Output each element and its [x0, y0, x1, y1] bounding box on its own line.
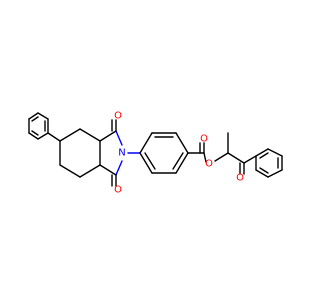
ester-link-oxygen: O: [205, 159, 213, 170]
imide-carbonyl-bottom: [111, 174, 117, 187]
ketone-phenyl-bond: [243, 155, 257, 164]
ketone-oxygen: O: [236, 173, 244, 184]
ester-carbonyl-oxygen: O: [200, 134, 208, 145]
cyclohexane-ring: [59, 128, 101, 178]
ester-carbonyl: [199, 142, 205, 154]
structure-canvas: N O O O O O: [28, 110, 283, 196]
phenyl-cyclohexyl-bond: [47, 132, 61, 142]
left-phenyl-ring: [28, 112, 49, 140]
ketone-carbonyl: [239, 162, 245, 175]
right-phenyl-ring: [255, 148, 283, 178]
nitrogen-atom: N: [118, 148, 125, 159]
imide-ring: [99, 130, 123, 176]
ch-ketone-bond: [227, 152, 245, 164]
imide-oxygen-bottom: O: [114, 185, 122, 196]
central-benzene-ring: [139, 132, 189, 174]
ester-single-bond: [203, 152, 207, 163]
imide-carbonyl-top: [111, 119, 117, 132]
imide-oxygen-top: O: [114, 111, 122, 122]
molecule-structure: N O O O O O: [28, 111, 283, 196]
ester-o-ch-bond: [214, 152, 229, 162]
